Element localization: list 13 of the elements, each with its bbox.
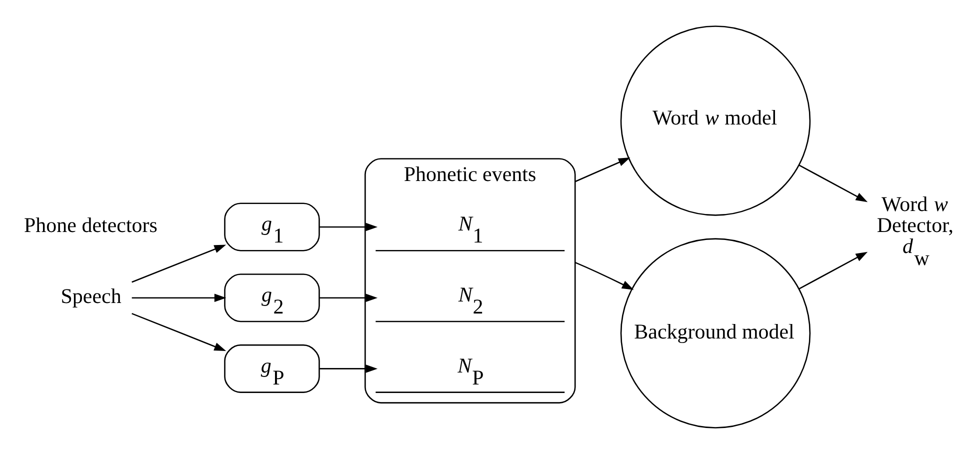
arrow — [320, 222, 378, 231]
arrow — [132, 293, 226, 302]
node-circle: Word w model — [620, 25, 811, 216]
arrow — [132, 244, 226, 282]
node-text: Speech — [60, 283, 122, 308]
arrow — [320, 364, 378, 372]
arrow — [132, 312, 226, 350]
arrow — [798, 251, 868, 289]
arrow — [574, 156, 630, 182]
arrow — [320, 293, 378, 302]
label: Phone detectors — [24, 212, 158, 236]
arrow — [574, 261, 634, 290]
arrow — [798, 164, 868, 202]
